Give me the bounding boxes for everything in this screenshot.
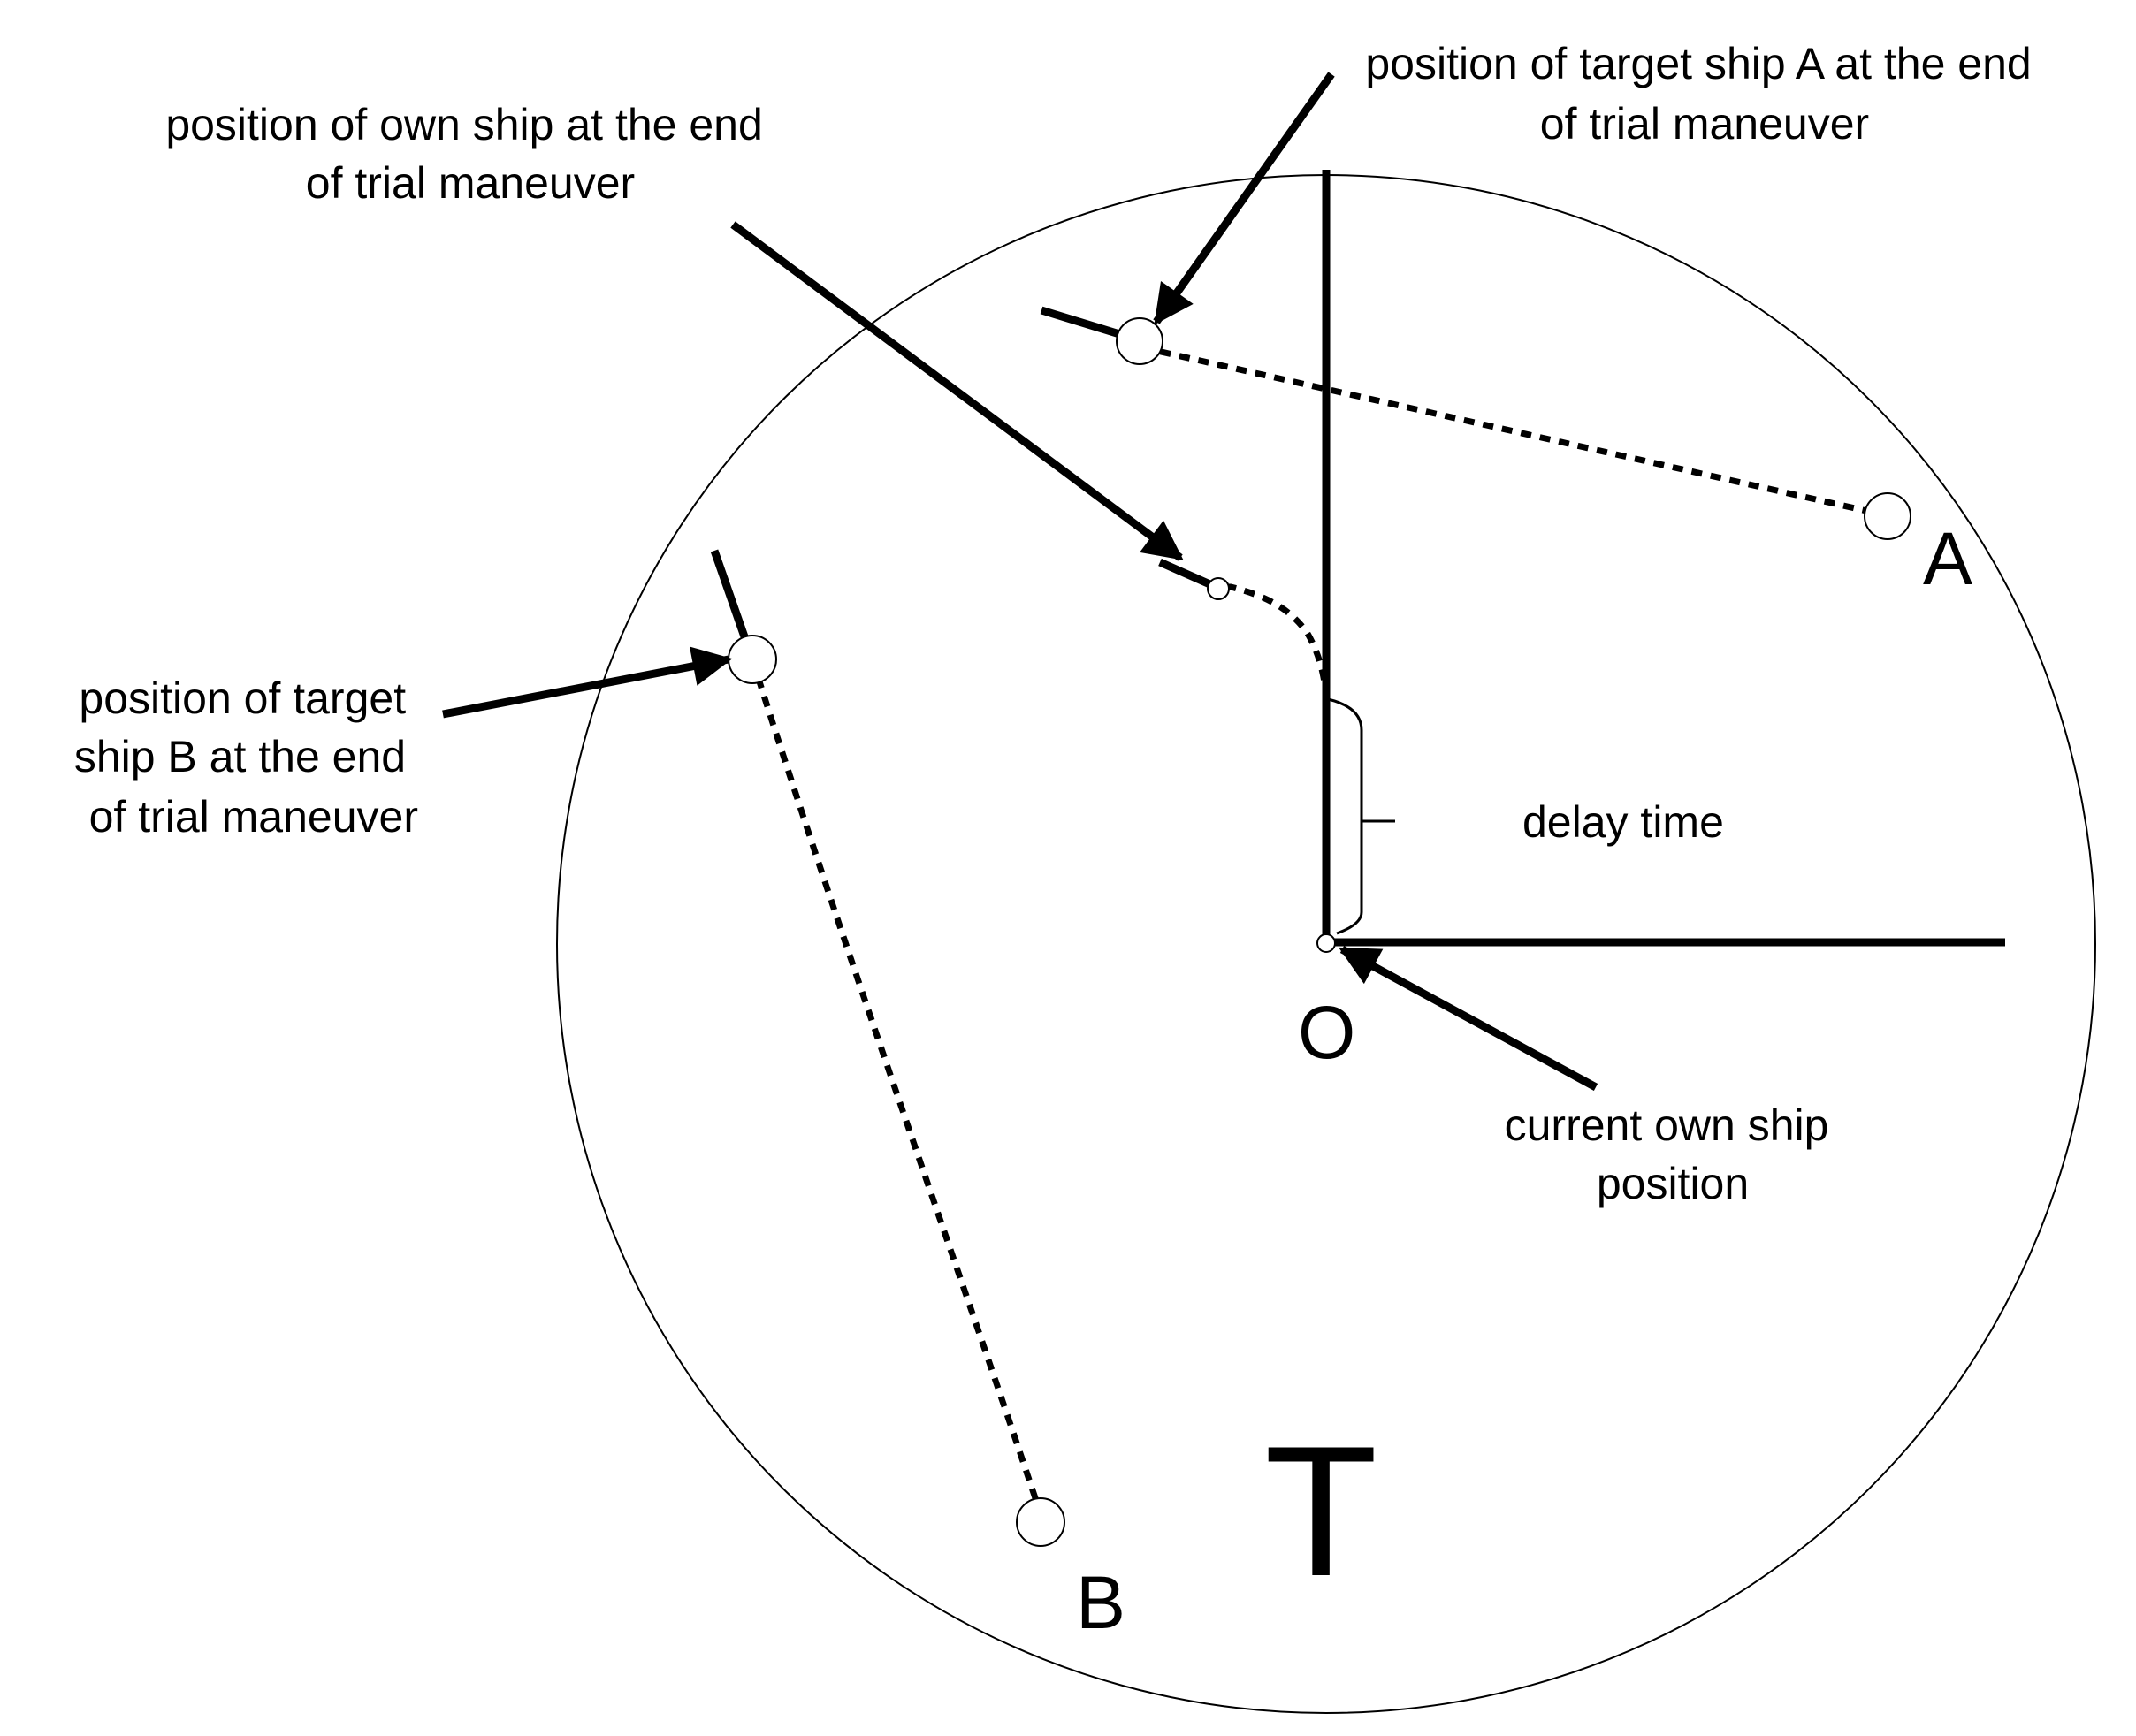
target-b-end-label-line-2: ship B at the end bbox=[74, 732, 406, 781]
target-b-end-label-line-1: position of target bbox=[79, 674, 406, 723]
target-b-track bbox=[749, 658, 1047, 1524]
own-ship-end-heading bbox=[1158, 558, 1216, 590]
delay-time-label: delay time bbox=[1522, 797, 1724, 847]
target-b-start-marker bbox=[1016, 1497, 1065, 1547]
target-b-end-label-line-3: of trial maneuver bbox=[89, 792, 418, 841]
target-a-track bbox=[1140, 344, 1891, 520]
own-ship-trial-path bbox=[1218, 583, 1330, 738]
target-b-end-marker bbox=[728, 635, 777, 684]
current-own-ship-label: current own ship position bbox=[1505, 1100, 1842, 1208]
own-ship-end-label: position of own ship at the end of trial… bbox=[165, 100, 774, 208]
target-a-start-marker bbox=[1864, 492, 1911, 540]
target-a-end-label: position of target ship A at the end of … bbox=[1365, 39, 2043, 148]
arrow-current-own-ship bbox=[1339, 946, 1598, 1091]
symbol-t-label: T bbox=[1264, 1407, 1377, 1615]
target-b-end-label: position of target ship B at the end of … bbox=[74, 674, 418, 841]
target-a-end-marker bbox=[1116, 317, 1163, 365]
delay-time-bracket bbox=[1327, 697, 1363, 935]
own-ship-end-label-line-2: of trial maneuver bbox=[306, 158, 635, 208]
current-own-ship-label-line-1: current own ship bbox=[1505, 1100, 1829, 1150]
target-a-end-label-line-2: of trial maneuver bbox=[1540, 99, 1869, 148]
arrow-own-ship-end bbox=[730, 221, 1184, 561]
own-ship-end-marker bbox=[1207, 577, 1230, 600]
arrow-target-a-end bbox=[1153, 72, 1335, 325]
own-ship-end-label-line-1: position of own ship at the end bbox=[165, 100, 762, 149]
target-a-end-label-line-1: position of target ship A at the end bbox=[1365, 39, 2031, 88]
arrow-target-b-end bbox=[442, 646, 733, 719]
point-a-label: A bbox=[1923, 517, 1972, 600]
current-own-ship-marker bbox=[1316, 933, 1336, 953]
point-b-label: B bbox=[1076, 1561, 1125, 1644]
point-o-label: O bbox=[1298, 991, 1355, 1074]
current-own-ship-label-line-2: position bbox=[1597, 1159, 1749, 1208]
